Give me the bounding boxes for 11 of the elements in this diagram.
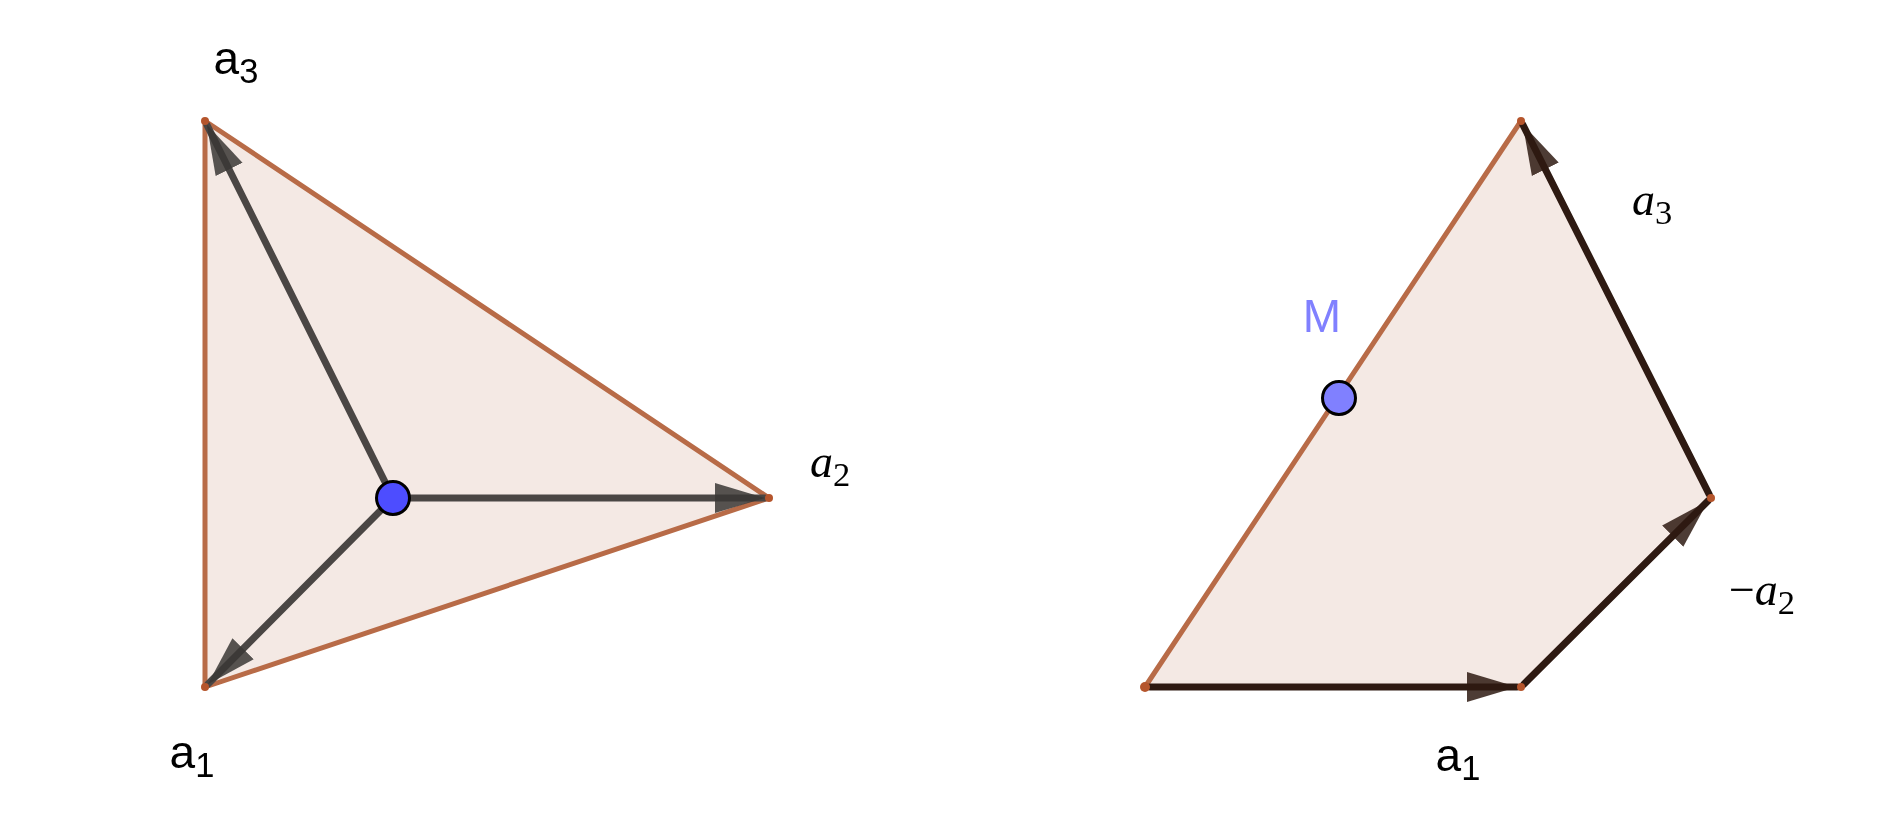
vector-label: −a$_{2}$ bbox=[1728, 567, 1796, 613]
vector-arrow bbox=[1519, 121, 1713, 498]
vector-label: a$_{3}$ bbox=[1631, 177, 1673, 223]
vector-arrow bbox=[1520, 497, 1712, 688]
vector-label: a$_{2}$ bbox=[809, 439, 851, 485]
vector-arrow bbox=[204, 507, 384, 688]
vector-label: a$_{3}$ bbox=[213, 35, 259, 81]
point-marker bbox=[1321, 380, 1357, 416]
vector-label: a$_{1}$ bbox=[169, 729, 215, 775]
point-label: M bbox=[1302, 293, 1342, 339]
vector-label: a$_{1}$ bbox=[1435, 732, 1481, 778]
